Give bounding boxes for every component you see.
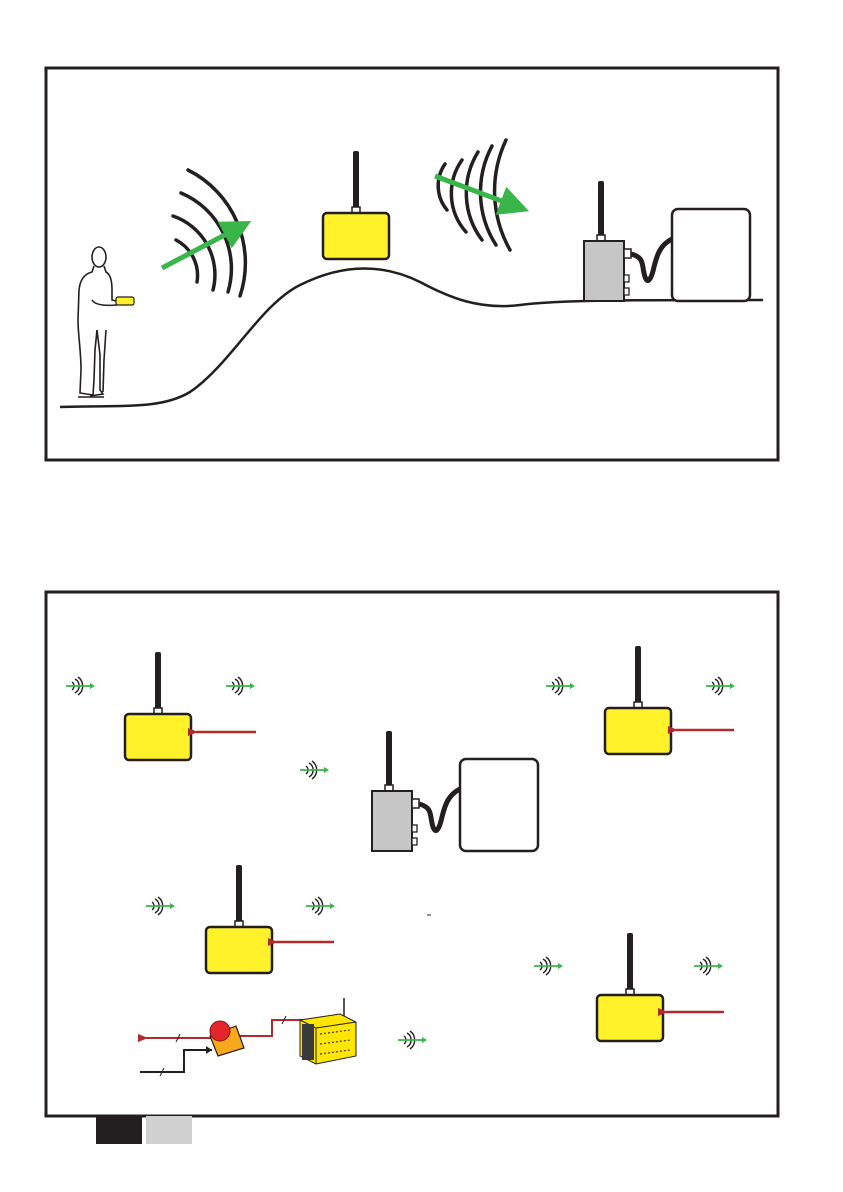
top-diagram-panel bbox=[46, 68, 778, 460]
footer-dark-swatch bbox=[96, 1116, 142, 1144]
footer-light-swatch bbox=[146, 1116, 192, 1144]
estop-button-icon bbox=[210, 1021, 230, 1041]
top-panel-frame bbox=[46, 68, 778, 460]
handheld-transmitter-icon bbox=[116, 297, 134, 305]
bottom-diagram-panel bbox=[46, 592, 778, 1116]
